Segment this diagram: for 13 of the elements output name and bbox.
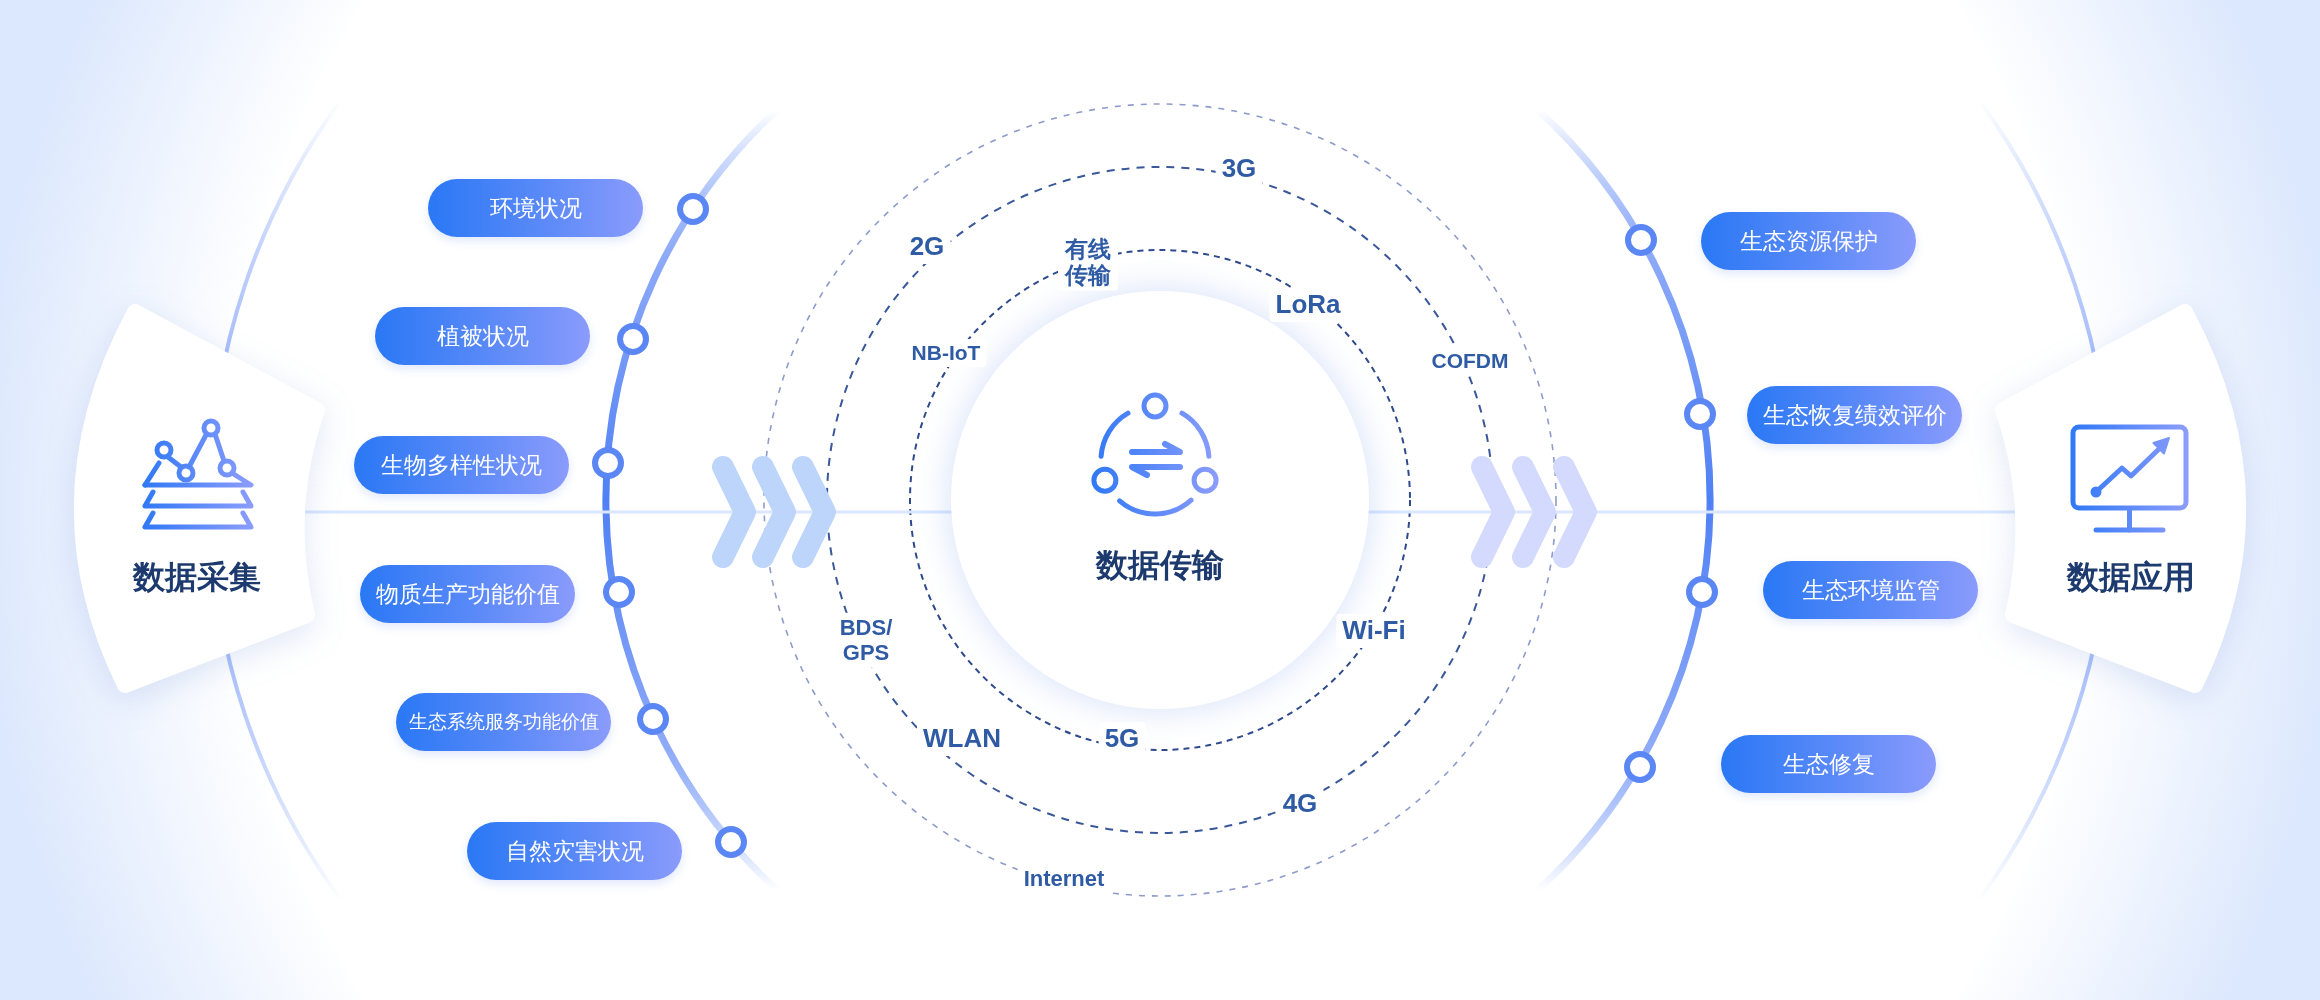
item-pill: 生态恢复绩效评价 bbox=[1747, 386, 1962, 444]
item-pill: 生态环境监管 bbox=[1763, 561, 1978, 619]
item-pill: 生态系统服务功能价值 bbox=[396, 693, 611, 751]
item-pill: 生物多样性状况 bbox=[354, 436, 569, 494]
item-pill: 自然灾害状况 bbox=[467, 822, 682, 880]
stage-title: 数据传输 bbox=[1096, 545, 1224, 585]
item-pill: 生态修复 bbox=[1721, 735, 1936, 793]
stage-title: 数据采集 bbox=[133, 557, 261, 597]
item-pill: 环境状况 bbox=[428, 179, 643, 237]
item-pill: 生态资源保护 bbox=[1701, 212, 1916, 270]
stage-title: 数据应用 bbox=[2067, 557, 2195, 597]
item-pill: 物质生产功能价值 bbox=[360, 565, 575, 623]
item-pill: 植被状况 bbox=[375, 307, 590, 365]
